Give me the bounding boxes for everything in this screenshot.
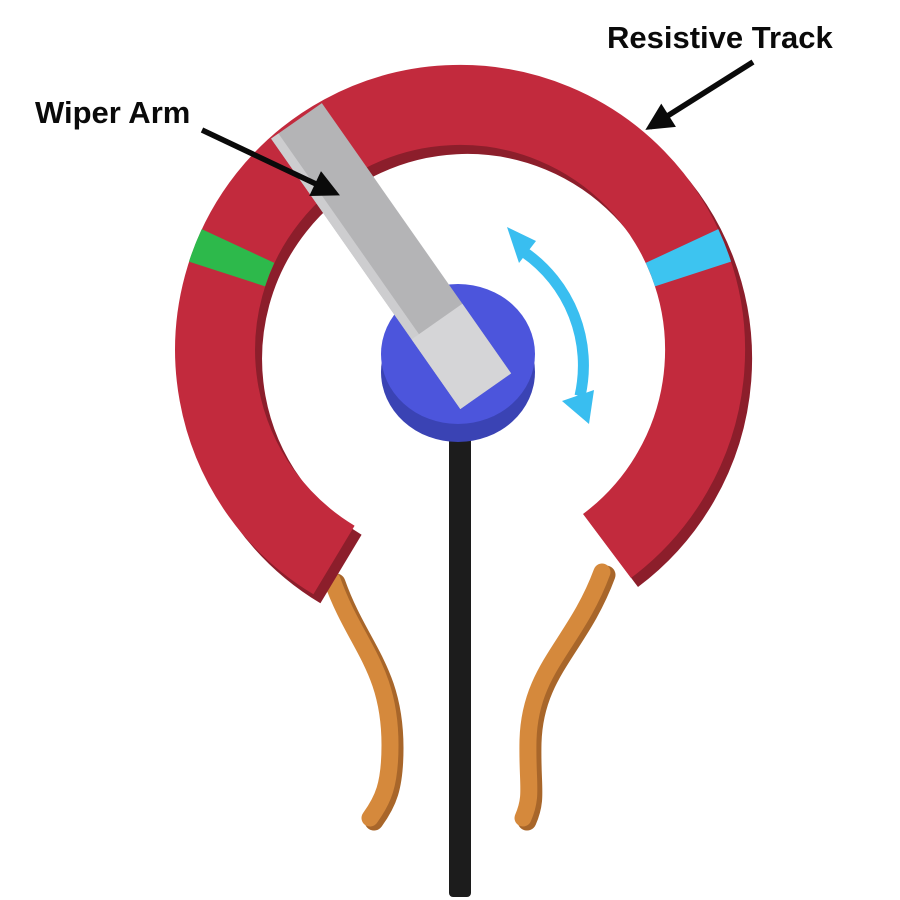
shaft — [449, 390, 471, 897]
wiper-arm-tip — [411, 303, 512, 409]
annotations: Resistive Track Wiper Arm — [35, 20, 834, 197]
resistive-track-arrow — [645, 59, 755, 130]
right-terminal-wire — [514, 563, 611, 827]
resistive-track-label: Resistive Track — [607, 20, 834, 55]
wiper-arm-label: Wiper Arm — [35, 95, 190, 130]
wiper-arm-arrow — [200, 127, 340, 197]
rotation-arrow-curve — [520, 247, 589, 398]
track-marker-cyan — [645, 229, 732, 287]
terminal-wires — [323, 563, 616, 831]
track-marker-green — [188, 229, 275, 287]
resistive-track — [175, 64, 746, 595]
resistive-track-group — [175, 64, 753, 604]
rotation-arrow — [507, 227, 594, 424]
rotation-arrow-head-bottom — [562, 390, 594, 424]
rotation-arrow-head-top — [507, 227, 536, 263]
left-terminal-wire — [323, 571, 399, 827]
